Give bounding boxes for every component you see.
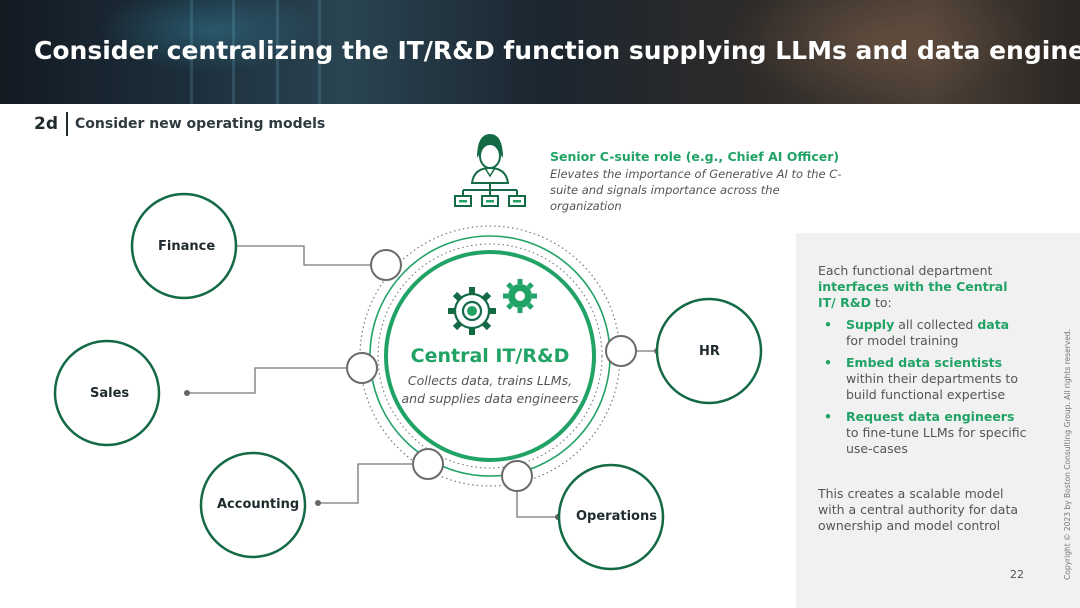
central-circle [384, 250, 596, 462]
page-title: Consider centralizing the IT/R&D functio… [34, 36, 1080, 65]
copyright-notice: Copyright © 2023 by Boston Consulting Gr… [1063, 328, 1072, 580]
list-item: •Request data engineers to fine-tune LLM… [824, 409, 1027, 456]
sales-circle [53, 339, 161, 447]
list-item: •Embed data scientists within their depa… [824, 355, 1018, 402]
connector-accounting [318, 463, 412, 504]
connector-finance [234, 245, 370, 266]
operations-circle [557, 463, 665, 571]
list-item: •Supply all collected data for model tra… [824, 317, 1010, 348]
csuite-role-title: Senior C-suite role (e.g., Chief AI Offi… [550, 149, 840, 164]
executive-org-chart-icon [454, 134, 526, 207]
central-unit-title: Central IT/R&D [410, 345, 570, 367]
connector-lines [187, 245, 657, 518]
section-number: 2d [34, 114, 58, 134]
junction-sales [346, 352, 378, 384]
dept-label-finance: Finance [158, 239, 216, 254]
connector-sales [187, 367, 346, 394]
section-label: Consider new operating models [75, 116, 326, 132]
dept-label-operations: Operations [576, 509, 657, 524]
banner-decoration [232, 0, 235, 104]
junction-hr [605, 335, 637, 367]
panel-conclusion: This creates a scalable model with a cen… [818, 486, 1019, 533]
dotted-inner-ring [377, 243, 603, 469]
accounting-circle [199, 451, 307, 559]
dept-label-accounting: Accounting [217, 497, 300, 512]
banner-decoration [190, 0, 193, 104]
section-divider [66, 112, 68, 136]
page-number: 22 [1010, 568, 1024, 581]
gears-icon [448, 279, 537, 335]
junction-operations [501, 460, 533, 492]
panel-list: •Supply all collected data for model tra… [818, 317, 1028, 463]
operating-model-diagram [53, 134, 763, 571]
dept-label-sales: Sales [90, 386, 130, 401]
banner-decoration [318, 0, 321, 104]
department-circles [53, 192, 763, 571]
junction-accounting [412, 448, 444, 480]
junction-circles [346, 249, 637, 492]
junction-finance [370, 249, 402, 281]
hr-circle [655, 297, 763, 405]
header-banner: Consider centralizing the IT/R&D functio… [0, 0, 1080, 104]
dept-label-hr: HR [699, 344, 720, 359]
banner-decoration [276, 0, 279, 104]
connector-operations [516, 491, 558, 518]
csuite-role-description: Elevates the importance of Generative AI… [550, 167, 842, 213]
panel-intro: Each functional department interfaces wi… [818, 263, 1008, 310]
info-panel: Each functional department interfaces wi… [796, 233, 1080, 608]
central-unit-subtitle: Collects data, trains LLMs, and supplies… [401, 373, 579, 406]
finance-circle [130, 192, 238, 300]
